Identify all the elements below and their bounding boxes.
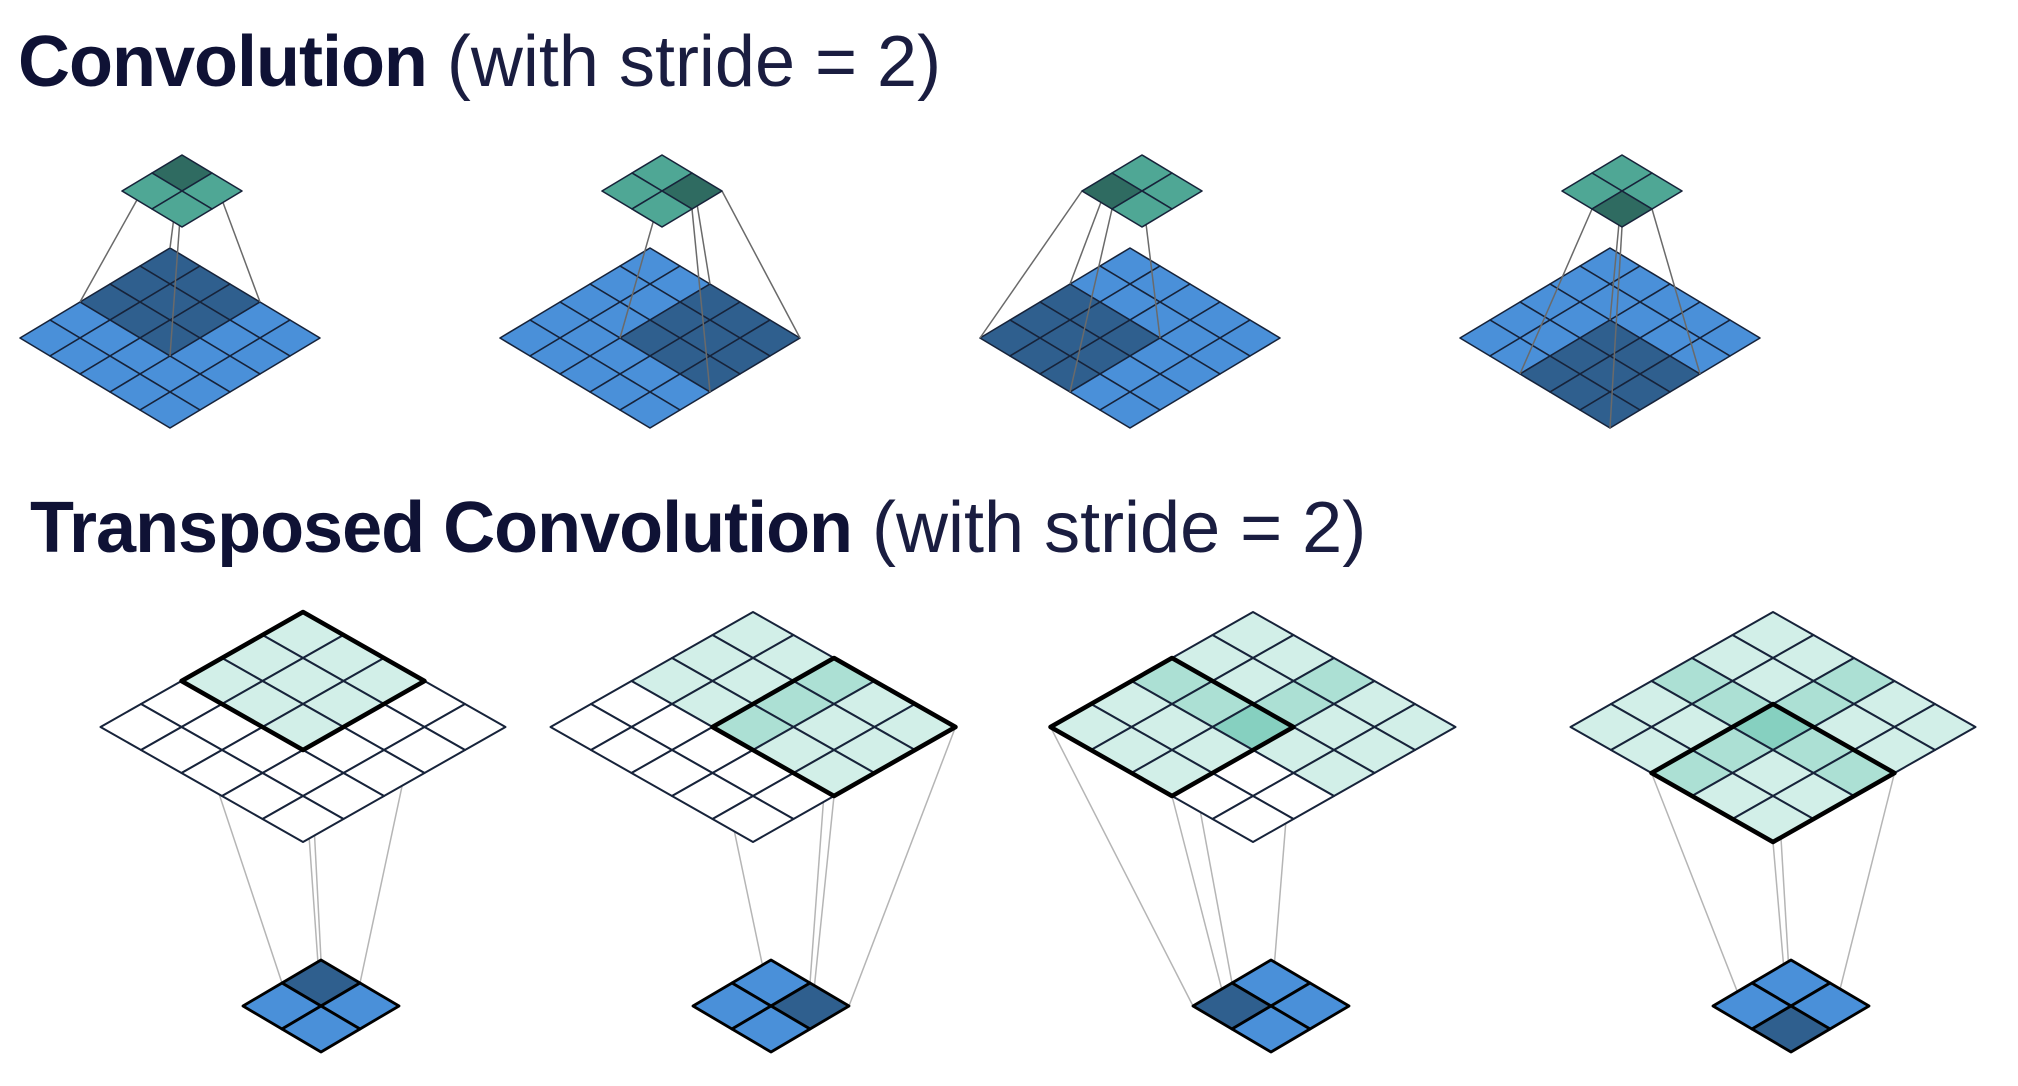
input-cell [139,391,201,429]
projection-line [1069,208,1113,393]
kernel-window [710,655,958,799]
transposed-step-2 [549,611,958,1054]
kernel-window [1048,655,1296,799]
transposed-convolution-heading: Transposed Convolution (with stride = 2) [30,488,1366,568]
projection-line [1829,772,1896,1030]
convolution-heading-note: (with stride = 2) [446,22,942,102]
projection-line [1519,208,1593,375]
input-cell [1750,1004,1832,1054]
output-cell [1111,190,1173,228]
transposed-step-4 [1569,611,1977,1054]
input-cell [730,1004,812,1054]
transposed-step-1 [99,609,507,1054]
convolution-heading: Convolution (with stride = 2) [18,22,941,102]
projection-line [979,190,1083,339]
input-cell [1099,391,1161,429]
projection-line [721,190,801,339]
projection-line [1651,208,1701,375]
projection-line [1609,226,1623,429]
output-cell [261,795,345,843]
convolution-step-1 [19,154,321,429]
projection-line [848,726,957,1007]
output-cell [151,190,213,228]
transposed-heading-bold: Transposed Convolution [30,488,853,568]
kernel-window [179,609,427,753]
input-cell [619,391,681,429]
output-cell [711,795,795,843]
transposed-step-3 [1048,611,1457,1054]
convolution-step-2 [499,154,801,429]
transposed-heading-note: (with stride = 2) [872,488,1367,568]
projection-line [1650,772,1753,1030]
output-cell [1591,190,1653,228]
convolution-heading-bold: Convolution [18,22,428,102]
convolution-steps [19,154,1761,429]
kernel-window [1649,701,1897,845]
input-cell [1230,1004,1312,1054]
projection-line [1049,726,1194,1007]
projection-line [691,208,711,393]
output-cell [1211,795,1295,843]
output-cell [631,190,693,228]
input-cell [280,1004,362,1054]
transposed-convolution-steps [99,609,1977,1054]
convolution-step-3 [979,154,1281,429]
convolution-step-4 [1459,154,1761,429]
